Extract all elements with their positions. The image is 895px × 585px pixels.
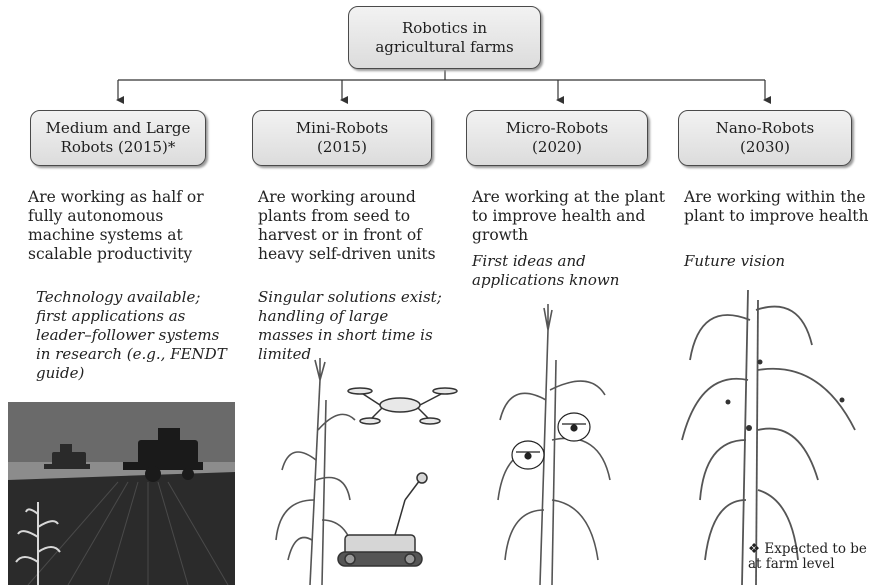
medium-large-robots-box: Medium and Large Robots (2015)* (30, 110, 206, 166)
harvester-icon (123, 428, 203, 482)
nano-robots-description: Are working within the plant to improve … (684, 188, 869, 225)
micro-robots-note: First ideas and applications known (472, 252, 620, 289)
medium-large-robots-title: Medium and Large Robots (2015)* (45, 119, 191, 156)
medium-large-robots-note: Technology available; first applications… (36, 288, 227, 382)
medium-large-robots-description: Are working as half or fully autonomous … (28, 188, 204, 263)
micro-robots-box: Micro-Robots (2020) (466, 110, 648, 166)
micro-robots-title: Micro-Robots (2020) (505, 119, 609, 156)
corn-plant-icon (15, 502, 61, 585)
nano-robots-title: Nano-Robots (2030) (715, 119, 815, 156)
root-node: Robotics in agricultural farms (348, 6, 541, 69)
harvester-distant-icon (44, 444, 90, 469)
micro-robots-description: Are working at the plant to improve heal… (472, 188, 665, 244)
root-node-label: Robotics in agricultural farms (375, 18, 514, 56)
nano-robots-note: Future vision (684, 252, 786, 270)
mini-robots-box: Mini-Robots (2015) (252, 110, 432, 166)
mini-robots-note: Singular solutions exist; handling of la… (258, 288, 442, 363)
mini-robots-title: Mini-Robots (2015) (295, 119, 389, 156)
mini-robots-description: Are working around plants from seed to h… (258, 188, 436, 263)
harvester-photo-illustration (8, 402, 235, 585)
nano-robots-box: Nano-Robots (2030) (678, 110, 852, 166)
harvester-field-photo (8, 402, 235, 585)
footnote: ❖ Expected to be at farm level (748, 541, 867, 572)
